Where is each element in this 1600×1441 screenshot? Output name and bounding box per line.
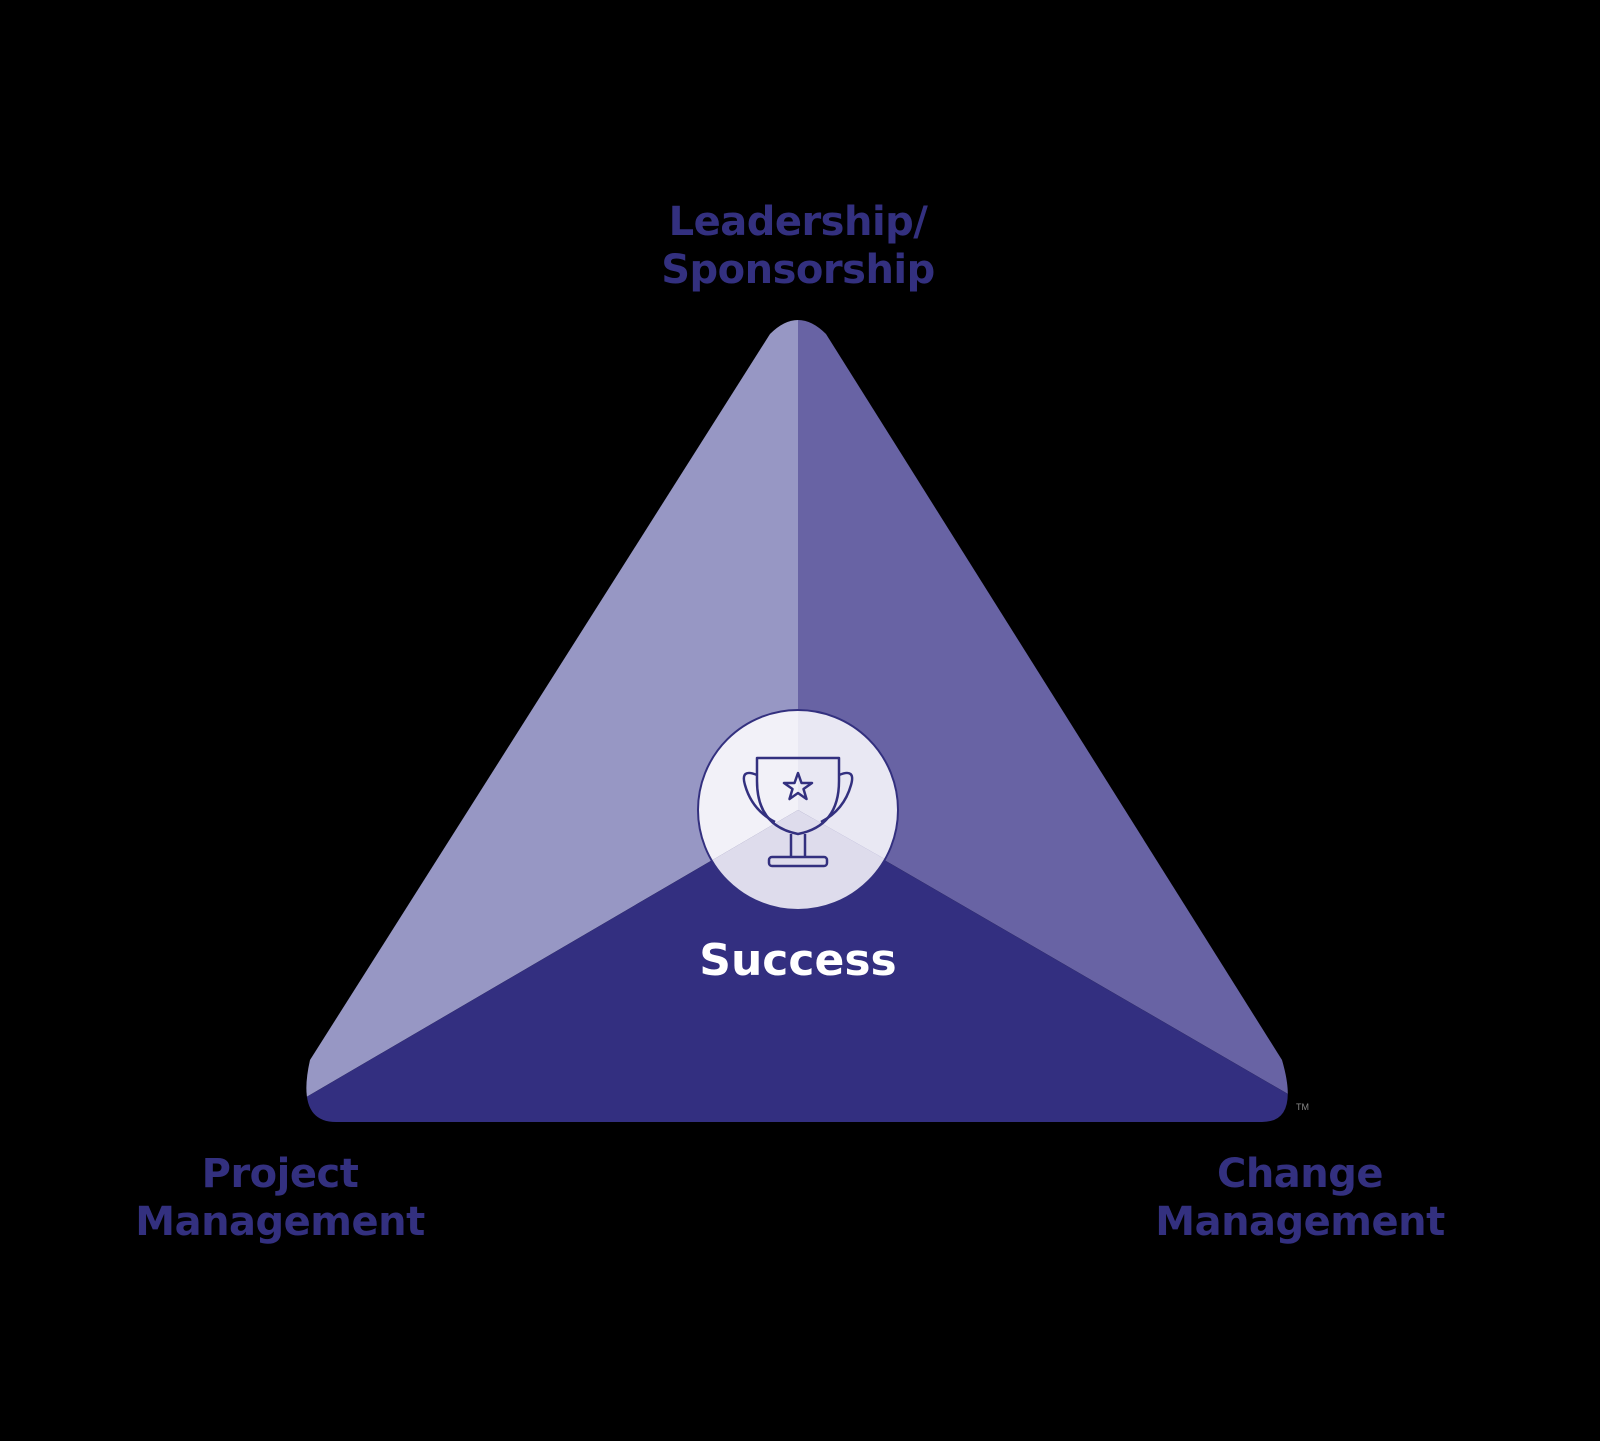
bottom-section (306, 810, 1288, 1122)
label-line: Management (1155, 1199, 1445, 1245)
label-line: Leadership/ (668, 199, 928, 245)
change-management-label: Change Management (1145, 1150, 1455, 1246)
leadership-sponsorship-label: Leadership/ Sponsorship (598, 198, 998, 294)
label-line: Project (201, 1151, 359, 1197)
label-line: Sponsorship (661, 247, 935, 293)
trademark-mark: TM (1296, 1102, 1309, 1112)
project-management-label: Project Management (130, 1150, 430, 1246)
label-line: Change (1216, 1151, 1384, 1197)
success-label: Success (699, 935, 897, 986)
trophy-star-icon (742, 756, 854, 868)
label-line: Management (135, 1199, 425, 1245)
